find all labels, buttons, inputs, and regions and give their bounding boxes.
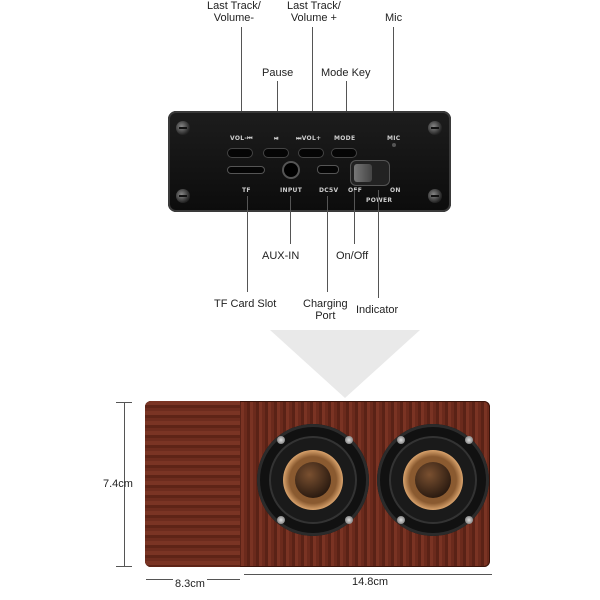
leader-line-mic bbox=[393, 27, 394, 121]
vol-minus-button[interactable] bbox=[228, 149, 252, 157]
mode-button[interactable] bbox=[332, 149, 356, 157]
callout-indicator: Indicator bbox=[356, 304, 399, 316]
dim-tick-bottom bbox=[116, 566, 132, 567]
dim-tick-top bbox=[116, 402, 132, 403]
callout-mic: Mic bbox=[385, 12, 403, 24]
left-speaker-driver bbox=[257, 424, 369, 536]
bolt-icon bbox=[397, 516, 405, 524]
tf-card-slot[interactable] bbox=[228, 167, 264, 173]
right-speaker-driver bbox=[377, 424, 489, 536]
panel-label-on: ON bbox=[390, 187, 401, 194]
leader-line-indicator bbox=[378, 190, 379, 298]
bolt-icon bbox=[465, 516, 473, 524]
pause-button[interactable] bbox=[264, 149, 288, 157]
aux-in-jack[interactable] bbox=[284, 163, 298, 177]
callout-last-track-volume-plus: Last Track/ Volume + bbox=[287, 0, 341, 24]
bolt-icon bbox=[345, 516, 353, 524]
power-switch-knob[interactable] bbox=[354, 164, 372, 182]
callout-last-track-volume-minus: Last Track/ Volume- bbox=[207, 0, 261, 24]
panel-label-vol-plus: ⏭VOL+ bbox=[296, 135, 322, 142]
leader-line-on-off bbox=[354, 190, 355, 244]
leader-line-aux bbox=[290, 196, 291, 244]
screw-icon bbox=[428, 121, 442, 135]
callout-pause: Pause bbox=[262, 67, 294, 79]
power-switch[interactable] bbox=[351, 161, 389, 185]
driver-dust-cap bbox=[415, 462, 451, 498]
charging-port[interactable] bbox=[318, 166, 338, 173]
leader-line-vol-minus bbox=[241, 27, 242, 121]
vol-plus-button[interactable] bbox=[299, 149, 323, 157]
leader-line-vol-plus bbox=[312, 27, 313, 121]
bolt-icon bbox=[345, 436, 353, 444]
dimension-width: 14.8cm bbox=[352, 576, 389, 588]
screw-icon bbox=[176, 121, 190, 135]
callout-mode-key: Mode Key bbox=[321, 67, 371, 79]
bolt-icon bbox=[397, 436, 405, 444]
dim-line-width bbox=[244, 574, 492, 575]
light-cone bbox=[270, 330, 420, 398]
panel-label-pause: ⏯ bbox=[274, 135, 280, 142]
panel-label-off: OFF bbox=[348, 187, 363, 194]
leader-line-tf bbox=[247, 196, 248, 292]
callout-tf-card-slot: TF Card Slot bbox=[214, 298, 277, 310]
leader-line-mode bbox=[346, 81, 347, 121]
callout-on-off: On/Off bbox=[336, 250, 369, 262]
dimension-height: 7.4cm bbox=[103, 478, 133, 490]
bolt-icon bbox=[277, 436, 285, 444]
panel-label-dc5v: DC5V bbox=[319, 187, 339, 194]
driver-dust-cap bbox=[295, 462, 331, 498]
callout-charging-port: Charging Port bbox=[303, 298, 348, 322]
panel-label-tf: TF bbox=[242, 187, 251, 194]
dim-line-height bbox=[124, 402, 125, 566]
screw-icon bbox=[176, 189, 190, 203]
speaker-side-panel bbox=[145, 401, 240, 567]
control-panel: VOL-⏮ ⏯ ⏭VOL+ MODE MIC TF INPUT DC5V OFF… bbox=[168, 111, 451, 212]
dimension-depth: 8.3cm bbox=[173, 578, 207, 590]
bolt-icon bbox=[465, 436, 473, 444]
leader-line-pause bbox=[277, 81, 278, 121]
callout-aux-in: AUX-IN bbox=[262, 250, 300, 262]
panel-label-power: POWER bbox=[366, 197, 393, 204]
panel-label-mode: MODE bbox=[334, 135, 356, 142]
panel-label-mic: MIC bbox=[387, 135, 401, 142]
mic-hole-icon bbox=[392, 143, 396, 147]
screw-icon bbox=[428, 189, 442, 203]
bolt-icon bbox=[277, 516, 285, 524]
panel-label-input: INPUT bbox=[280, 187, 303, 194]
panel-label-vol-minus: VOL-⏮ bbox=[230, 135, 253, 142]
leader-line-charging bbox=[327, 196, 328, 292]
